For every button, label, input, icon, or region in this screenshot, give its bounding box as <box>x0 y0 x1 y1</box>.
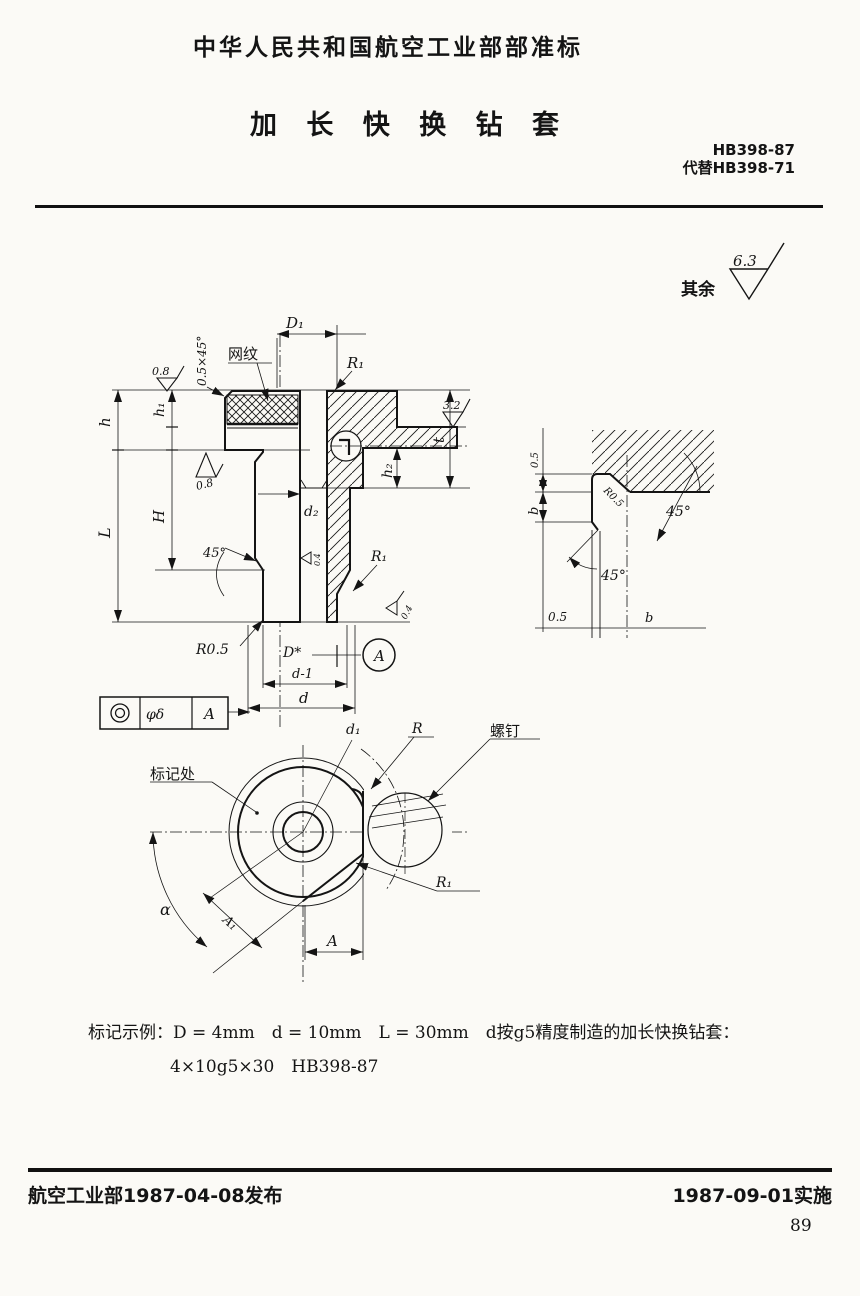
label-detail-05-top: 0.5 <box>530 452 541 468</box>
label-t: t <box>430 436 448 443</box>
label-45deg: 45° <box>202 546 226 561</box>
label-rough-taper: 0.4 <box>400 604 416 622</box>
screw-slot <box>339 438 351 455</box>
label-alpha: α <box>160 900 171 919</box>
roughness-value-label: 6.3 <box>733 252 757 270</box>
main-section-view <box>99 325 471 730</box>
header-rule <box>35 205 823 208</box>
frame-tolerance-value: φδ <box>146 707 164 723</box>
label-d1: d₁ <box>346 722 361 738</box>
label-detail-b-left: b <box>527 507 542 515</box>
label-h1: h₁ <box>152 402 168 417</box>
roughness-mark-mid <box>195 451 224 478</box>
detail-callout-circle <box>362 638 396 672</box>
bottom-view <box>149 736 540 985</box>
roughness-check-icon <box>728 242 785 301</box>
label-rough-bore: 0.4 <box>313 553 322 566</box>
standard-org-line: 中华人民共和国航空工业部部准标 <box>193 35 583 61</box>
detail-view-labels: 0.5 b R0.5 45° 45° 0.5 b <box>527 452 691 626</box>
label-d2: d₂ <box>304 504 319 520</box>
marking-example-line1: 标记示例：D = 4mm d = 10mm L = 30mm d按g5精度制造的… <box>88 1023 740 1043</box>
label-mark-location: 标记处 <box>150 765 195 783</box>
roughness-mark-taper <box>385 590 405 616</box>
footer-effective: 1987-09-01实施 <box>672 1185 832 1207</box>
label-h: h <box>96 417 114 427</box>
label-A1: A₁ <box>219 912 241 934</box>
roughness-mark-top <box>155 365 185 392</box>
standard-code: HB398-87 <box>712 141 795 159</box>
page-title: 加 长 快 换 钻 套 <box>250 110 569 141</box>
label-R05: R0.5 <box>195 642 229 658</box>
bottom-view-labels: 标记处 d₁ R 螺钉 R₁ A₁ A α <box>150 721 520 950</box>
label-R1-top: R₁ <box>346 354 364 372</box>
flange-section <box>326 390 458 623</box>
label-detail-45-upper: 45° <box>665 504 691 520</box>
footer-issued: 航空工业部1987-04-08发布 <box>28 1185 283 1207</box>
label-detail-05-bottom: 0.5 <box>548 610 567 624</box>
label-rough-mid: 0.8 <box>195 476 215 493</box>
bore-circle <box>282 811 324 853</box>
superseded-code: 代替HB398-71 <box>682 159 795 177</box>
label-screw: 螺钉 <box>490 722 520 740</box>
roughness-mark-step <box>441 398 471 428</box>
label-D1: D₁ <box>285 314 304 332</box>
label-d: d <box>299 689 309 707</box>
label-knurl: 网纹 <box>228 345 258 363</box>
label-R: R <box>411 721 423 737</box>
concentricity-icon <box>110 703 130 723</box>
frame-datum: A <box>202 705 215 723</box>
detail-view-a <box>535 428 714 638</box>
general-roughness-note: 其余 6.3 <box>681 242 785 301</box>
tolerance-frame <box>99 696 250 730</box>
knurl-band <box>226 394 299 425</box>
footer-rule <box>28 1168 832 1172</box>
label-A: A <box>325 932 338 950</box>
label-detail-b-bottom: b <box>645 611 653 626</box>
label-chamfer: 0.5×45° <box>195 336 209 386</box>
label-R1-bottom: R₁ <box>435 875 452 891</box>
label-rough-top: 0.8 <box>152 365 170 378</box>
page-number: 89 <box>790 1216 812 1236</box>
label-L: L <box>95 527 114 539</box>
label-d-minus1: d-1 <box>292 667 313 682</box>
label-detail-ref: A <box>372 647 385 665</box>
label-R1-low: R₁ <box>370 549 387 565</box>
bushing-outline <box>224 390 301 623</box>
label-rough-step: 3.2 <box>443 399 461 412</box>
label-detail-45-lower: 45° <box>600 568 626 584</box>
label-D-star: D* <box>282 645 301 661</box>
main-view-labels: D₁ R₁ 网纹 0.5×45° 0.8 0.8 3.2 0.4 0.4 h h… <box>95 314 461 723</box>
label-H: H <box>150 509 168 524</box>
label-h2: h₂ <box>380 463 396 478</box>
roughness-mark-bore <box>300 551 312 565</box>
roughness-prefix-label: 其余 <box>681 279 716 300</box>
marking-example-line2: 4×10g5×30 HB398-87 <box>170 1057 379 1077</box>
